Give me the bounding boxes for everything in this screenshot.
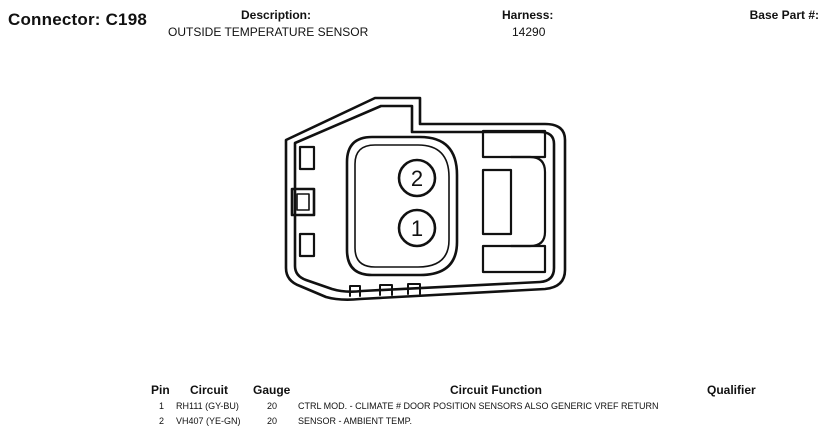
harness-label: Harness: — [502, 8, 554, 22]
bottom-notch-2 — [379, 284, 393, 296]
table-header-gauge: Gauge — [253, 383, 291, 397]
harness-value: 14290 — [512, 25, 546, 39]
pin-1-circle — [397, 208, 437, 248]
table-header-qualifier: Qualifier — [707, 383, 756, 397]
bottom-notch-1 — [349, 285, 361, 297]
pin-2-circle — [397, 158, 437, 198]
latch-middle-block — [481, 168, 513, 236]
table-row-1-function: CTRL MOD. - CLIMATE # DOOR POSITION SENS… — [298, 401, 659, 411]
side-slot-middle-inner — [296, 193, 310, 211]
description-value: OUTSIDE TEMPERATURE SENSOR — [168, 25, 369, 39]
description-label: Description: — [241, 8, 312, 22]
side-slot-top — [298, 145, 316, 171]
side-slot-middle — [290, 187, 316, 217]
table-row-2-pin: 2 — [159, 416, 165, 426]
table-header-circuit: Circuit — [190, 383, 229, 397]
pin-1-label: 1 — [411, 216, 423, 241]
side-slot-bottom — [298, 232, 316, 258]
table-row-1-gauge: 20 — [267, 401, 278, 411]
connector-housing-inner — [293, 104, 556, 293]
table-row-2-gauge: 20 — [267, 416, 278, 426]
table-row-1-circuit: RH111 (GY-BU) — [176, 401, 239, 411]
latch-bottom-block — [481, 244, 547, 274]
table-header-circuit-function: Circuit Function — [450, 383, 542, 397]
bottom-notch-3 — [407, 283, 421, 295]
table-row-1-pin: 1 — [159, 401, 165, 411]
table-header-pin: Pin — [151, 383, 170, 397]
connector-title: Connector: C198 — [8, 10, 148, 29]
table-row-2-function: SENSOR - AMBIENT TEMP. — [298, 416, 413, 426]
socket-cavity — [345, 135, 459, 277]
latch-arm — [509, 155, 547, 248]
latch-top-block — [481, 129, 547, 159]
table-row-2-circuit: VH407 (YE-GN) — [176, 416, 241, 426]
pin-2-label: 2 — [411, 166, 423, 191]
base-part-label: Base Part #: — [749, 8, 819, 22]
socket-cavity-inner — [354, 144, 450, 268]
connector-housing-outline — [284, 96, 567, 301]
